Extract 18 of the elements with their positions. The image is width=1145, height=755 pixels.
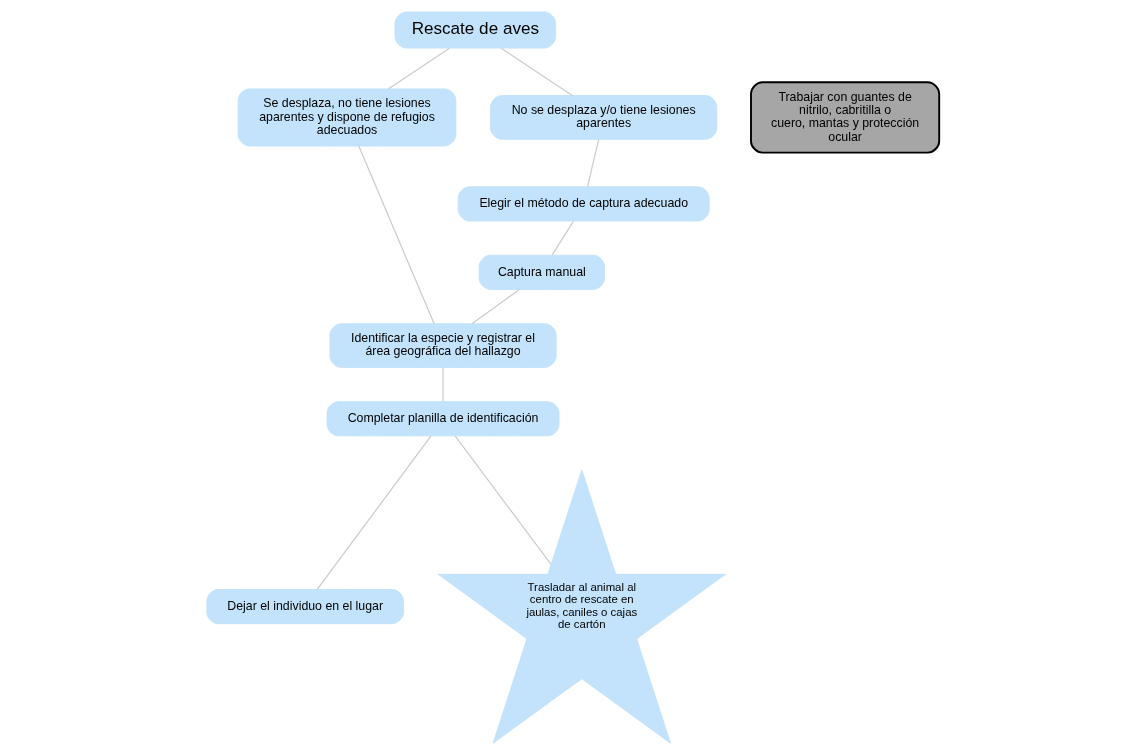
connector [387,47,450,90]
node-box: Dejar el individuo en el lugar [205,589,404,625]
connector [453,435,551,565]
connector [586,138,599,188]
node-box: Identificar la especie y registrar el área geográfica del hallazgo [328,323,557,368]
connector [316,435,432,590]
node-box: Captura manual [478,254,605,290]
node-box: No se desplaza y/o tiene lesiones aparentes [489,95,717,140]
node-box: Trabajar con guantes de nitrilo, cabritilla o cuero, mantas y protección ocular [749,81,940,154]
connector [500,47,573,97]
connector [471,288,520,325]
node-box: Se desplaza, no tiene lesiones aparentes y dispone de refugios adecuados [237,88,456,147]
connector [441,366,444,403]
connector [550,220,574,256]
node-box: Completar planilla de identificación [326,401,559,437]
connector [357,145,435,325]
node-box: Rescate de aves [394,11,556,49]
node-box: Elegir el método de captura adecuado [457,186,710,222]
